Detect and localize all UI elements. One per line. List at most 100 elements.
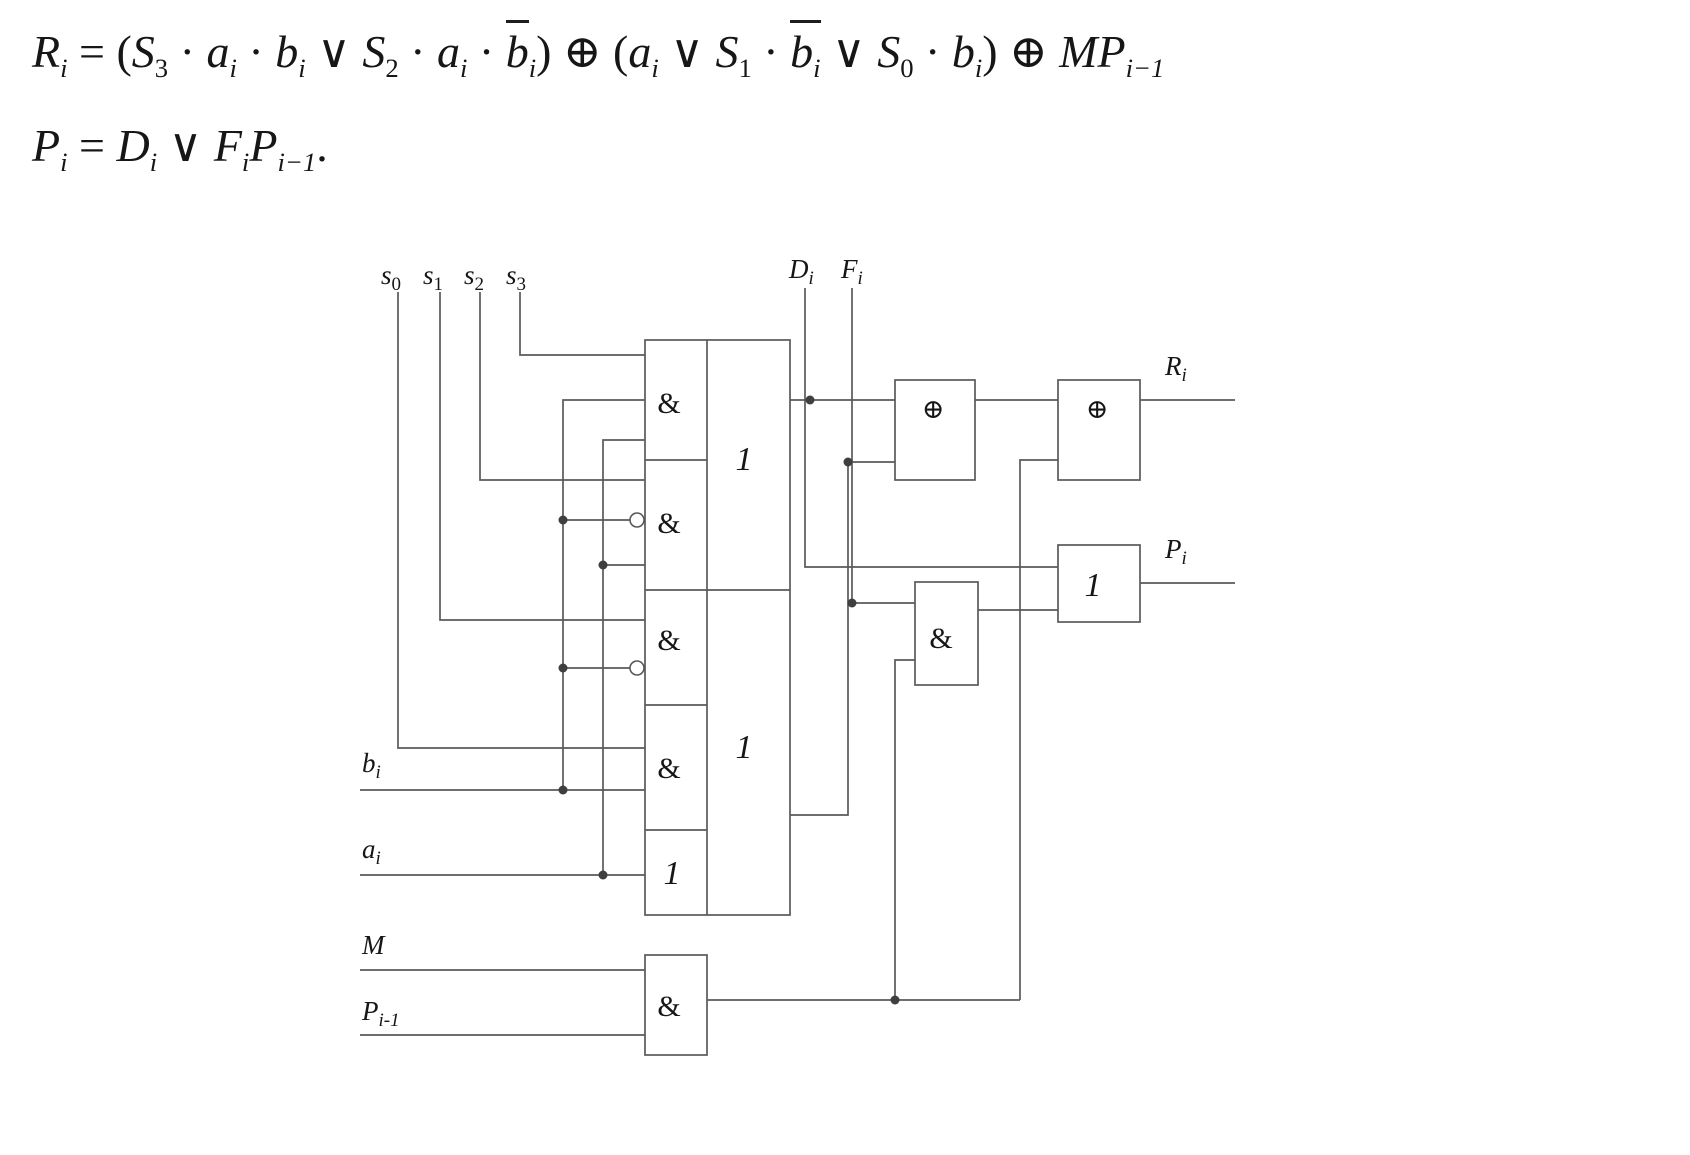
formula-token: R	[32, 26, 61, 77]
formula-token: .	[316, 120, 328, 171]
overline: b	[505, 20, 529, 78]
formula-token: S	[715, 26, 739, 77]
formula-token: i−1	[1125, 53, 1165, 84]
wire-ai-branch	[602, 439, 645, 875]
formula-token: b	[790, 26, 814, 77]
wire-andm-branch	[894, 659, 915, 1000]
overline: bi	[790, 20, 821, 82]
gate-column	[644, 339, 791, 916]
xor-gate-1	[894, 379, 976, 481]
buffer-symbol: 1	[664, 855, 681, 892]
formula-token: P	[249, 120, 278, 171]
formula-token: D	[116, 120, 150, 171]
formula-token: ·	[168, 26, 207, 77]
junction-dot	[558, 515, 568, 525]
and-symbol: &	[657, 624, 680, 657]
formula-token: F	[213, 120, 242, 171]
formula-token: ) ⊕	[982, 26, 1060, 77]
formula-token: ∨	[305, 26, 363, 77]
formula-token: ) ⊕ (	[536, 26, 629, 77]
wires	[360, 288, 1235, 1036]
and-symbol: &	[657, 387, 680, 420]
wire-andm-out	[707, 459, 1058, 1001]
formula-token: 3	[154, 53, 169, 84]
formula-token: ∨	[157, 120, 214, 171]
formula-token: S	[877, 26, 901, 77]
formula-token: i	[60, 147, 68, 178]
formula-token: S	[131, 26, 155, 77]
inverter-bubble	[629, 660, 645, 676]
formula-token: i	[60, 53, 68, 84]
junction-dot	[598, 870, 608, 880]
wire-di	[804, 288, 1058, 568]
wire-or2-out	[790, 461, 895, 816]
or-symbol: 1	[736, 441, 753, 478]
label-bi: bi	[362, 748, 381, 783]
or-gate-p	[1057, 544, 1141, 623]
label-pi: Pi	[1164, 534, 1187, 569]
and-gate-m	[644, 954, 708, 1056]
formula-token: ∨	[820, 26, 878, 77]
formula-token: a	[206, 26, 230, 77]
formula-token: MP	[1059, 26, 1126, 77]
junction-dots	[558, 395, 900, 1005]
junction-dot	[598, 560, 608, 570]
formula-token: = (	[67, 26, 132, 77]
label-fi: Fi	[840, 254, 863, 289]
formula-token: i	[241, 147, 250, 178]
and-gate-f	[914, 581, 979, 686]
formula-token: b	[275, 26, 299, 77]
formula-token: b	[951, 26, 975, 77]
xor-symbol: ⊕	[1086, 394, 1109, 424]
formula-token: i	[229, 53, 237, 84]
xor-gate-2	[1057, 379, 1141, 481]
formula-token: ·	[913, 26, 952, 77]
formula-token: =	[67, 120, 117, 171]
junction-dot	[805, 395, 815, 405]
formula-token: ·	[236, 26, 276, 77]
formula-token: S	[362, 26, 386, 77]
formula-token: 1	[738, 53, 752, 84]
formula-token: ∨	[658, 26, 716, 77]
and-symbol: &	[657, 752, 680, 785]
label-m: M	[361, 930, 386, 960]
label-ai: ai	[362, 834, 381, 869]
or-symbol: 1	[736, 729, 753, 766]
formula-token: P	[32, 120, 61, 171]
formula-token: i−1	[277, 147, 317, 178]
label-s2: s2	[464, 260, 484, 295]
formula-token: i	[528, 53, 537, 84]
formula-token: a	[628, 26, 652, 77]
label-s0: s0	[381, 260, 401, 295]
gate-boxes	[644, 339, 1141, 1056]
or-symbol: 1	[1085, 567, 1102, 604]
label-s1: s1	[423, 260, 443, 295]
formula-token: i	[298, 53, 306, 84]
formula-token: i	[149, 147, 158, 178]
label-ri: Ri	[1164, 351, 1187, 386]
junction-dot	[558, 663, 568, 673]
label-s3: s3	[506, 260, 526, 295]
junction-dot	[890, 995, 900, 1005]
formula-p: Pi = Di ∨ FiPi−1.	[32, 118, 328, 176]
wire-s2	[479, 292, 645, 481]
formula-token: ·	[398, 26, 437, 77]
formula-token: 2	[385, 53, 399, 84]
wire-s3	[519, 292, 645, 356]
formula-token: i	[459, 53, 468, 84]
junction-dot	[558, 785, 568, 795]
and-symbol: &	[657, 990, 680, 1023]
formula-token: ·	[751, 26, 791, 77]
formula-token: ·	[467, 26, 506, 77]
formula-token: i	[651, 53, 659, 84]
junction-dot	[847, 598, 857, 608]
and-symbol: &	[929, 622, 952, 655]
formula-token: i	[813, 53, 821, 84]
formula-r: Ri = (S3 · ai · bi ∨ S2 · ai · bi) ⊕ (ai…	[32, 20, 1164, 82]
formula-token: i	[974, 53, 983, 84]
label-di: Di	[788, 254, 814, 289]
xor-symbol: ⊕	[922, 394, 945, 424]
wire-s1	[439, 292, 645, 621]
